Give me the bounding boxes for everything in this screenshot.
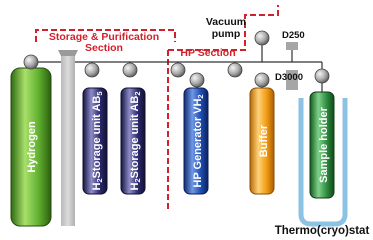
valve-sample-holder[interactable] <box>314 68 330 84</box>
valve-vh2[interactable] <box>189 72 205 88</box>
d250-connector <box>286 42 298 50</box>
d250-label: D250 <box>282 30 305 41</box>
buffer-label: Buffer <box>258 124 270 157</box>
valve-hp-section[interactable] <box>227 62 243 78</box>
sample-holder: Sample holder <box>309 91 335 199</box>
h2-storage-ab2: H2Storage unit AB2 <box>120 87 146 195</box>
valve-buffer[interactable] <box>254 72 270 88</box>
storage-section-label-line1: Storage & Purification <box>49 31 159 43</box>
valve-hydrogen[interactable] <box>23 54 39 70</box>
valve-vacuum-pump[interactable] <box>254 30 270 46</box>
d3000-connector <box>286 70 298 90</box>
hp-generator-vh2: HP Generator VH2 <box>183 87 209 195</box>
support-column <box>61 50 75 226</box>
vh2-label: HP Generator VH2 <box>192 94 205 187</box>
buffer-tank: Buffer <box>249 87 275 195</box>
thermostat-bath <box>298 98 348 227</box>
ab5-label: H2Storage unit AB5 <box>91 91 104 190</box>
storage-section-label-line2: Section <box>85 42 123 54</box>
hydrogen-cylinder: Hydrogen <box>10 67 52 227</box>
d3000-label: D3000 <box>275 72 303 83</box>
ab2-label: H2Storage unit AB2 <box>129 91 142 190</box>
vacuum-pump-label-line2: pump <box>212 28 241 40</box>
storage-section-top-border <box>35 29 176 42</box>
thermostat-label: Thermo(cryo)stat <box>275 225 370 237</box>
hp-section-border <box>168 5 279 51</box>
valve-ab2[interactable] <box>122 62 138 78</box>
sample-holder-label: Sample holder <box>318 106 330 183</box>
hydrogen-label: Hydrogen <box>26 121 38 173</box>
vacuum-pump-label-line1: Vacuum <box>206 16 246 28</box>
valve-hp-line[interactable] <box>170 62 186 78</box>
valves <box>23 30 330 88</box>
valve-ab5[interactable] <box>84 62 100 78</box>
h2-storage-ab5: H2Storage unit AB5 <box>82 87 108 195</box>
support-column-cap <box>58 50 78 56</box>
hp-section-label: HP Section <box>180 47 235 59</box>
